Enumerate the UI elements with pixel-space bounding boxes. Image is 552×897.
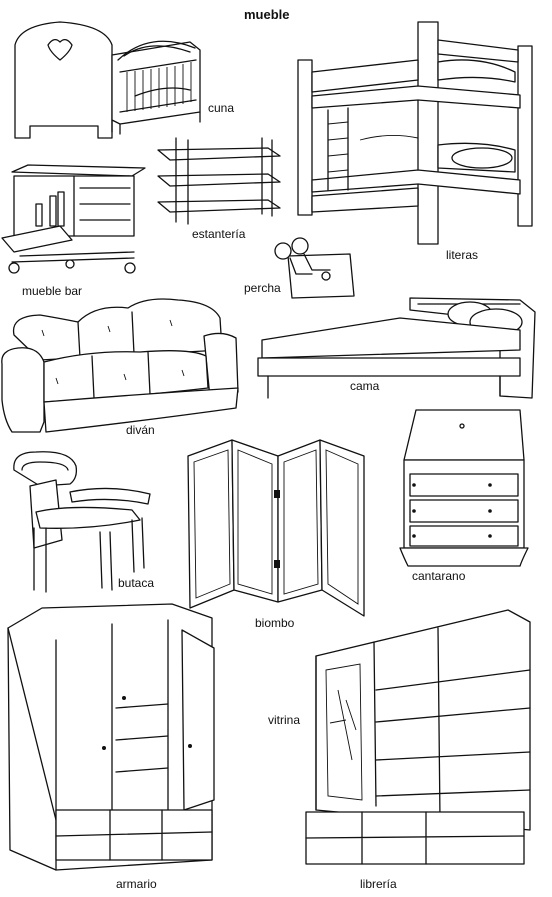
wardrobe-drawing [7, 603, 215, 871]
shelving-drawing [157, 137, 281, 225]
bed-drawing [257, 297, 536, 399]
armchair-drawing [13, 451, 151, 593]
bar-cabinet-drawing [1, 164, 146, 274]
label-percha: percha [244, 281, 281, 295]
coat-hook-drawing [274, 237, 355, 299]
bookcase-drawing [305, 609, 531, 865]
vitrina-leader-line [329, 719, 347, 724]
label-divan: diván [126, 423, 155, 437]
label-mueble-bar: mueble bar [22, 284, 83, 298]
label-vitrina: vitrina [268, 713, 301, 727]
label-butaca: butaca [118, 576, 155, 590]
label-armario: armario [116, 877, 157, 891]
bunk-beds-drawing [297, 21, 533, 245]
label-estanteria: estantería [192, 227, 246, 241]
page-title: mueble [244, 7, 290, 22]
folding-screen-drawing [187, 439, 365, 617]
crib-drawing [14, 21, 201, 139]
bureau-desk-drawing [399, 409, 529, 567]
label-libreria: librería [360, 877, 397, 891]
label-literas: literas [446, 248, 479, 262]
sofa-drawing [1, 298, 239, 433]
label-biombo: biombo [255, 616, 295, 630]
label-cantarano: cantarano [412, 569, 466, 583]
label-cuna: cuna [208, 101, 235, 115]
label-cama: cama [350, 379, 380, 393]
